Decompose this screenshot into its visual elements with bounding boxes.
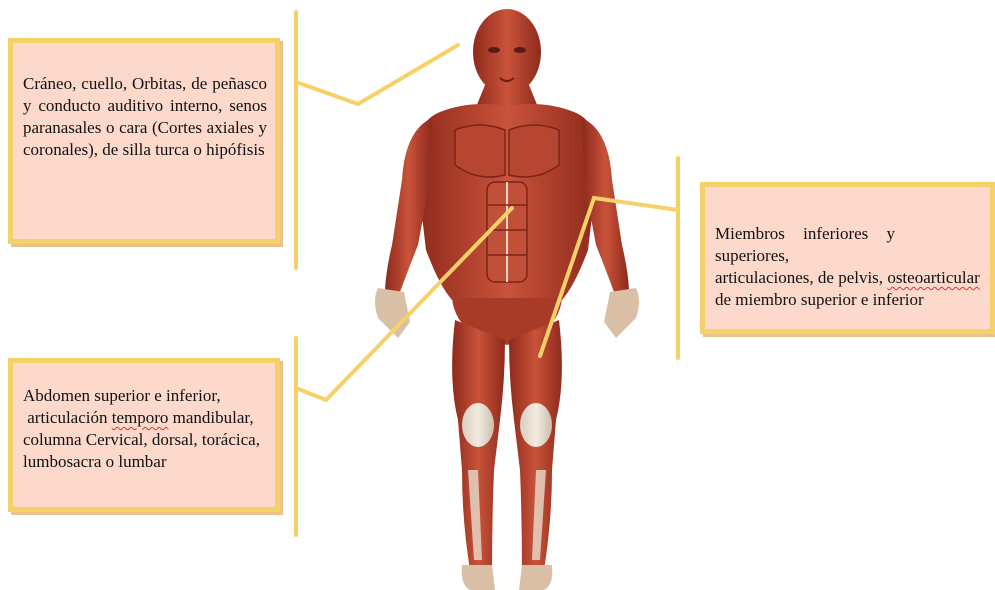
spellcheck-flagged-word: osteoarticular xyxy=(887,268,980,287)
limbs-annotation-box: Miembros inferiores y superiores, articu… xyxy=(700,182,995,334)
abdomen-spine-annotation-box: Abdomen superior e inferior, articulació… xyxy=(8,358,280,512)
abdomen-line-2-suffix: mandibular, xyxy=(168,408,253,427)
abdomen-annotation-line-1: Abdomen superior e inferior, xyxy=(23,385,267,407)
human-muscular-anatomy-figure xyxy=(375,9,639,590)
spellcheck-flagged-word: temporo xyxy=(112,408,169,427)
limbs-line-3-text: de miembro superior e inferior xyxy=(715,290,924,309)
head-neck-annotation-text: Cráneo, cuello, Orbitas, de peñasco y co… xyxy=(23,73,267,161)
limbs-annotation-line-2: articulaciones, de pelvis, osteoarticula… xyxy=(715,267,982,289)
abdomen-line-1-text: Abdomen superior e inferior, xyxy=(23,386,221,405)
limbs-line-2-text: articulaciones, de pelvis, xyxy=(715,268,887,287)
abdomen-annotation-line-4: lumbosacra o lumbar xyxy=(23,451,267,473)
head-neck-annotation-box: Cráneo, cuello, Orbitas, de peñasco y co… xyxy=(8,38,280,244)
abdomen-line-3-text: columna Cervical, dorsal, torácica, xyxy=(23,430,260,449)
limbs-annotation-line-3: de miembro superior e inferior xyxy=(715,289,982,311)
limbs-annotation-line-1: Miembros inferiores y superiores, xyxy=(715,223,982,267)
abdomen-line-4-text: lumbosacra o lumbar xyxy=(23,452,167,471)
abdomen-annotation-line-2: articulación temporo mandibular, xyxy=(23,407,267,429)
abdomen-annotation-line-3: columna Cervical, dorsal, torácica, xyxy=(23,429,267,451)
head-leader-line xyxy=(296,45,458,104)
limbs-line-1-text: Miembros inferiores y superiores, xyxy=(715,224,895,265)
abdomen-line-2-prefix: articulación xyxy=(23,408,112,427)
